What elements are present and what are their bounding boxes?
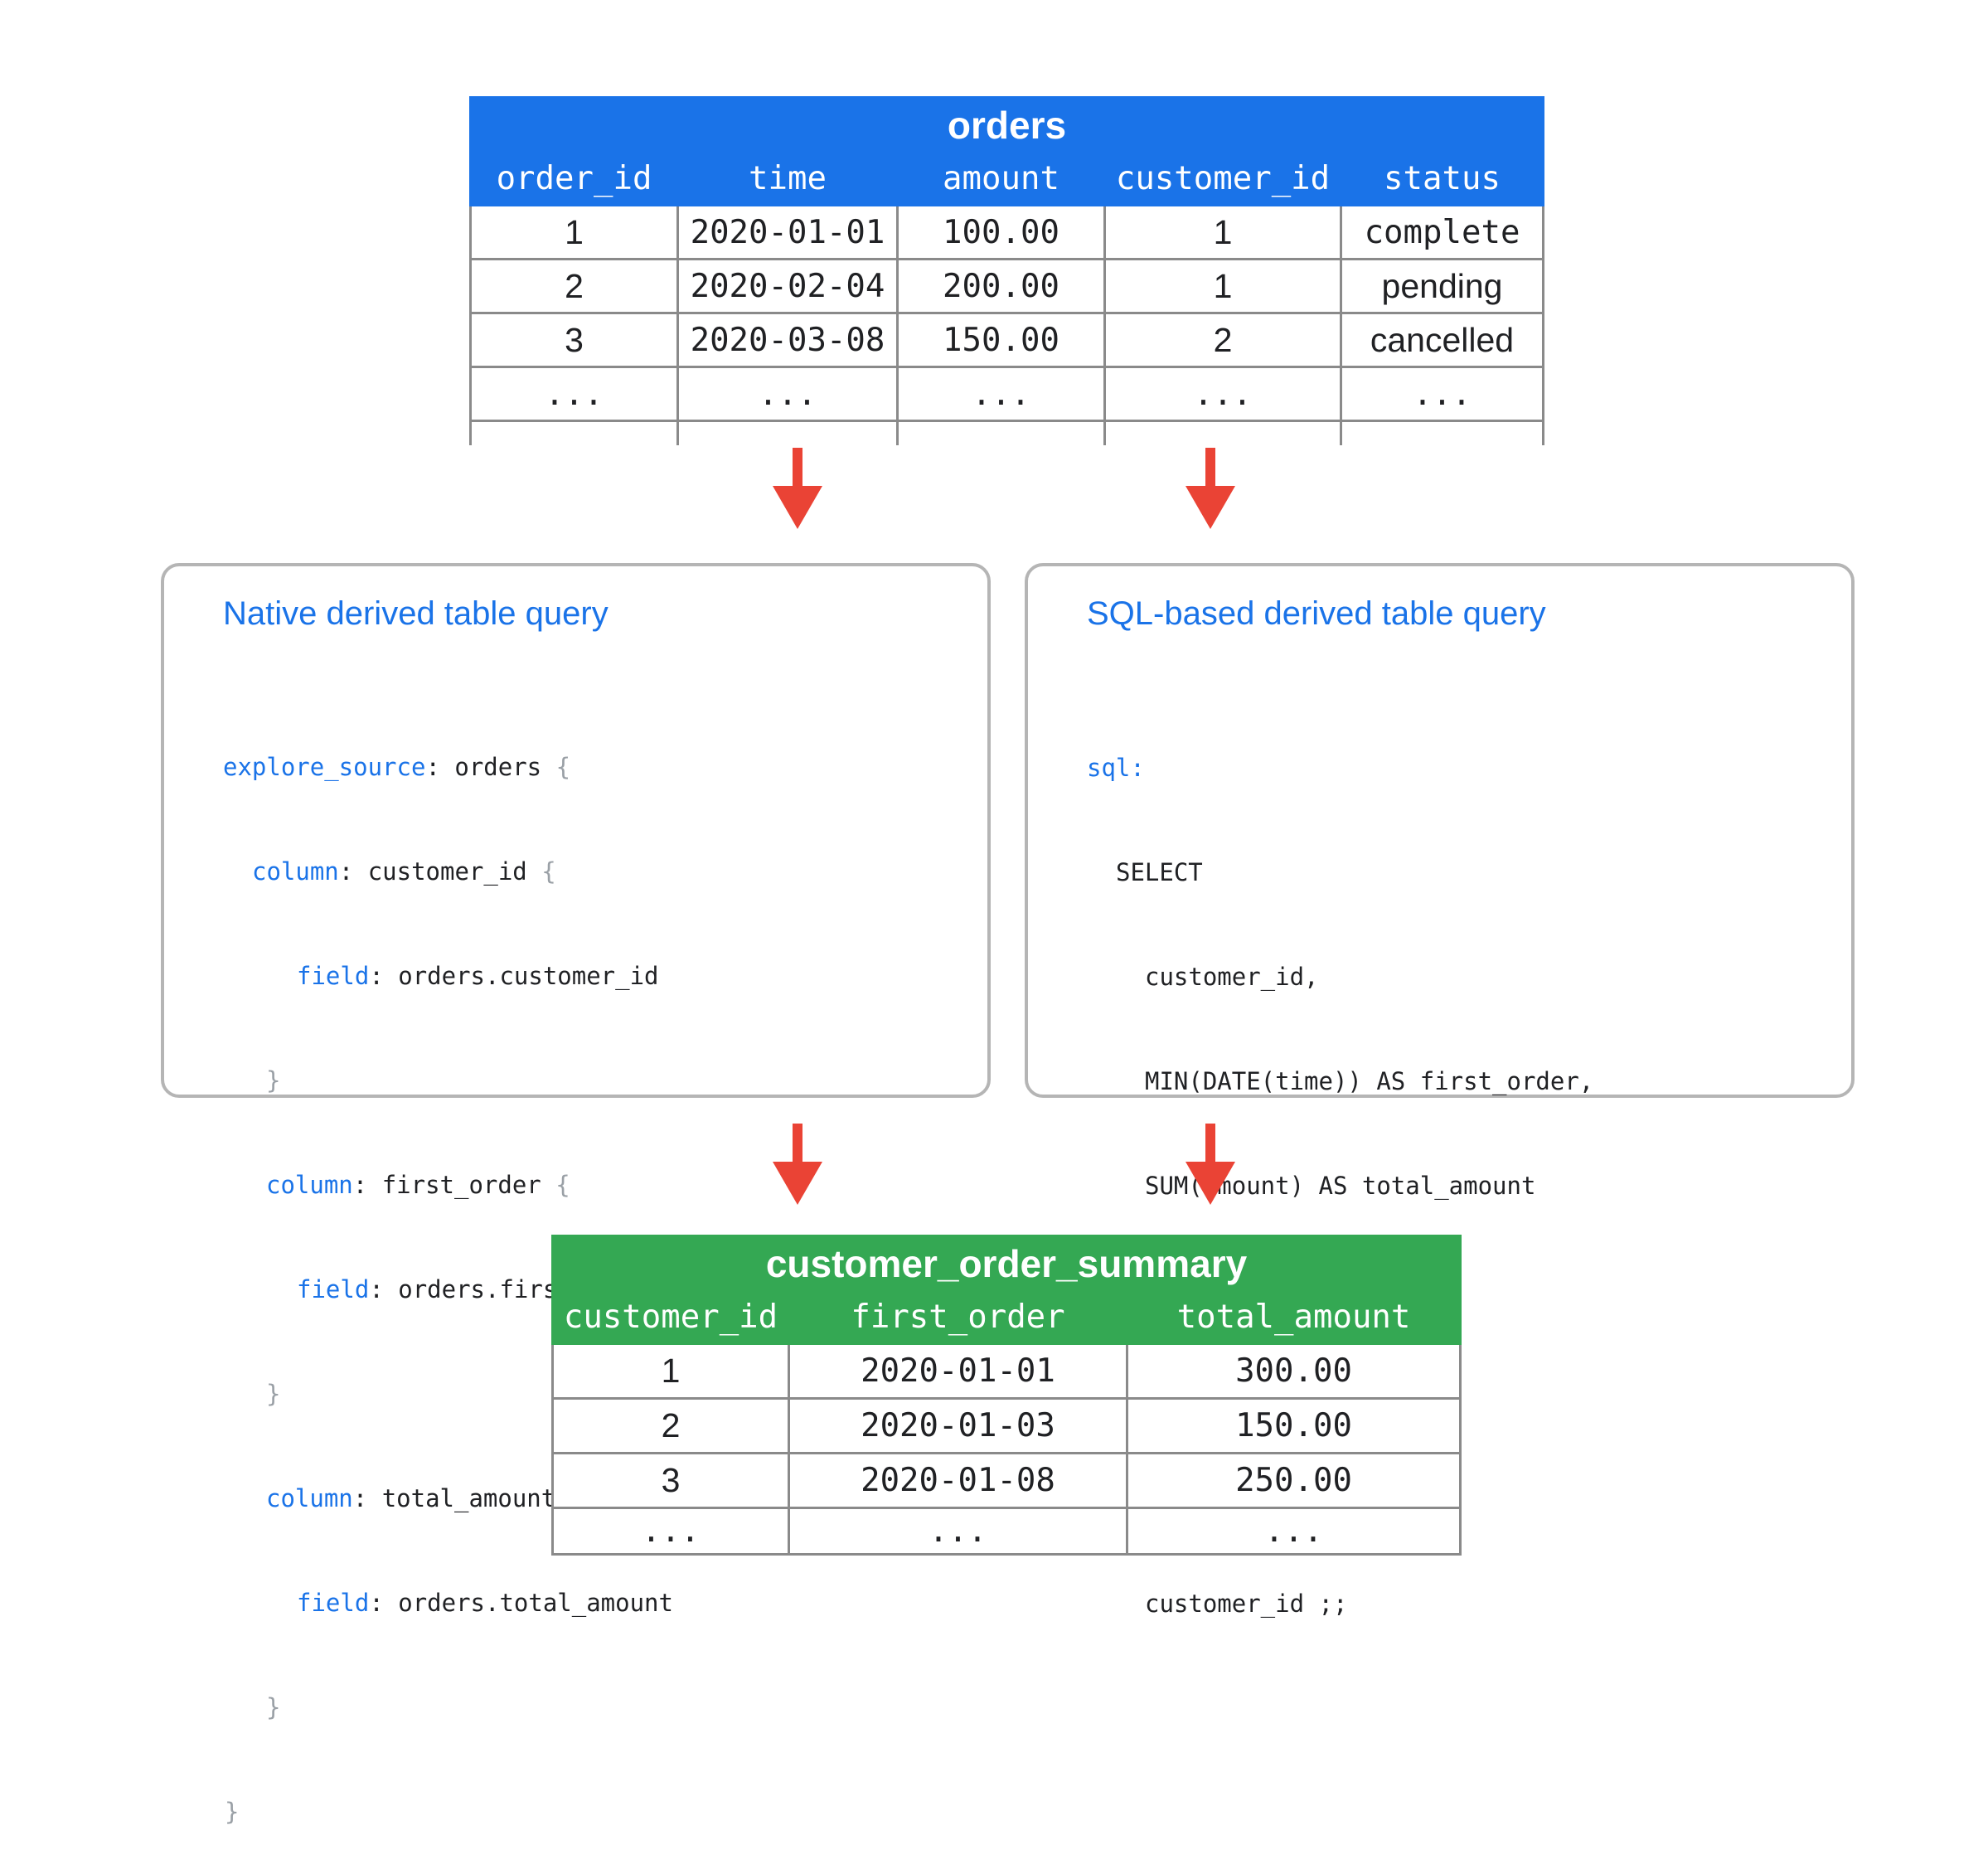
table-row: ... ... ... ... ... [469,366,1544,422]
code-line: field: orders.total_amount [297,1589,673,1617]
table-cell: 2020-02-04 [676,258,899,314]
code-line: SELECT [1116,858,1203,886]
table-cell: 2 [551,1397,790,1454]
arrow-down-icon [1186,448,1235,529]
column-header-first-order: first_order [788,1289,1128,1345]
table-cell: 1 [1103,258,1342,314]
table-cell: 150.00 [896,312,1106,368]
code-line: } [225,1798,240,1826]
code-line: explore_source: orders { [223,753,571,781]
table-cell: 2020-01-03 [788,1397,1128,1454]
code-line: sql: [1087,754,1145,782]
column-header-time: time [676,151,899,206]
table-cell: 2020-01-01 [788,1342,1128,1400]
table-cell: ... [551,1507,790,1556]
table-cell: 1 [1103,204,1342,260]
code-line: customer_id ;; [1145,1590,1348,1618]
orders-table: orders order_id time amount customer_id … [469,96,1544,445]
arrow-down-icon [1186,1124,1235,1205]
table-cell: ... [1103,366,1342,422]
table-cell: 300.00 [1125,1342,1462,1400]
code-line: field: orders.customer_id [297,962,659,990]
table-cell: 2020-01-01 [676,204,899,260]
table-cell: 3 [469,312,679,368]
table-cell: 150.00 [1125,1397,1462,1454]
table-row: 3 2020-03-08 150.00 2 cancelled [469,312,1544,368]
code-line: MIN(DATE(time)) AS first_order, [1145,1067,1594,1095]
column-header-status: status [1340,151,1544,206]
table-cell: pending [1340,258,1544,314]
code-line: column: first_order { [266,1171,570,1199]
sql-derived-table-panel [1025,563,1855,1098]
code-line: } [266,1693,281,1721]
table-cell: 100.00 [896,204,1106,260]
table-cell: 200.00 [896,258,1106,314]
table-cell: cancelled [1340,312,1544,368]
column-header-order-id: order_id [469,151,679,206]
column-header-total-amount: total_amount [1125,1289,1462,1345]
code-line: } [266,1066,281,1095]
table-cell: ... [896,366,1106,422]
arrow-down-icon [773,448,822,529]
column-header-customer-id: customer_id [551,1289,790,1345]
orders-table-title: orders [469,96,1544,153]
table-row: 1 2020-01-01 100.00 1 complete [469,204,1544,260]
table-cell: ... [676,366,899,422]
native-derived-table-panel [161,563,991,1098]
sql-query-title: SQL-based derived table query [1087,595,1546,632]
table-cell: 2 [469,258,679,314]
summary-table-title: customer_order_summary [550,1235,1462,1292]
native-query-title: Native derived table query [223,595,609,632]
table-cell: 1 [469,204,679,260]
table-row: 2 2020-02-04 200.00 1 pending [469,258,1544,314]
customer-order-summary-table: customer_order_summary customer_id first… [550,1235,1462,1556]
code-line: SUM(amount) AS total_amount [1145,1172,1536,1200]
table-cell: ... [788,1507,1128,1556]
table-row: ... ... ... [551,1507,1462,1556]
table-cell: 2 [1103,312,1342,368]
table-row: 2 2020-01-03 150.00 [551,1397,1462,1454]
table-row: 1 2020-01-01 300.00 [551,1342,1462,1400]
table-cell: 2020-03-08 [676,312,899,368]
table-row: 3 2020-01-08 250.00 [551,1452,1462,1509]
code-line: column: customer_id { [252,857,556,886]
code-line: } [266,1380,281,1408]
table-row-continuation [469,420,1544,445]
table-cell: ... [1340,366,1544,422]
column-header-customer-id: customer_id [1103,151,1342,206]
table-cell: 250.00 [1125,1452,1462,1509]
table-cell: ... [469,366,679,422]
table-cell: ... [1125,1507,1462,1556]
arrow-down-icon [773,1124,822,1205]
native-query-code: explore_source: orders { column: custome… [223,680,673,1864]
table-cell: complete [1340,204,1544,260]
column-header-amount: amount [896,151,1106,206]
table-cell: 2020-01-08 [788,1452,1128,1509]
table-cell: 1 [551,1342,790,1400]
table-cell: 3 [551,1452,790,1509]
code-line: customer_id, [1145,963,1319,991]
